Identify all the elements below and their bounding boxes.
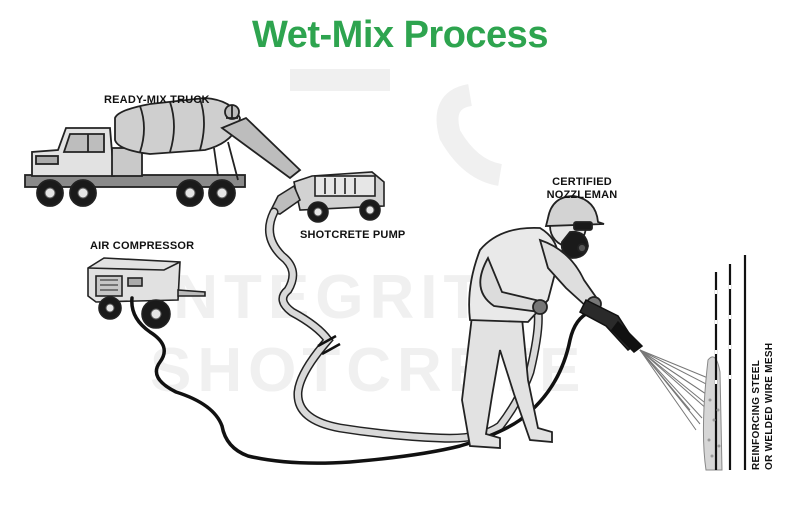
page-title: Wet-Mix Process [252, 14, 548, 56]
nozzleman-figure [461, 195, 605, 449]
label-shotcrete-pump: SHOTCRETE PUMP [300, 229, 406, 241]
reinforced-wall [702, 255, 747, 471]
spray-nozzle [579, 298, 644, 353]
label-nozzleman-line2: NOZZLEMAN [546, 189, 618, 201]
label-reinforcing-steel: REINFORCING STEEL OR WELDED WIRE MESH [750, 270, 790, 470]
label-air-compressor: AIR COMPRESSOR [90, 240, 195, 252]
label-steel-line1: REINFORCING STEEL [751, 359, 762, 470]
label-ready-mix-truck: READY-MIX TRUCK [104, 94, 210, 106]
air-compressor [87, 257, 206, 329]
label-certified-nozzleman: CERTIFIED NOZZLEMAN [536, 176, 628, 202]
shotcrete-pump [268, 171, 385, 223]
watermark-logo [290, 69, 503, 186]
watermark-line1: INTEGRITY [150, 263, 535, 332]
label-steel-line2: OR WELDED WIRE MESH [764, 342, 775, 470]
air-hose [130, 296, 592, 465]
shotcrete-spray [639, 349, 713, 431]
hose-break-symbol [317, 334, 341, 356]
ready-mix-truck [24, 97, 302, 207]
label-nozzleman-line1: CERTIFIED [552, 176, 612, 188]
